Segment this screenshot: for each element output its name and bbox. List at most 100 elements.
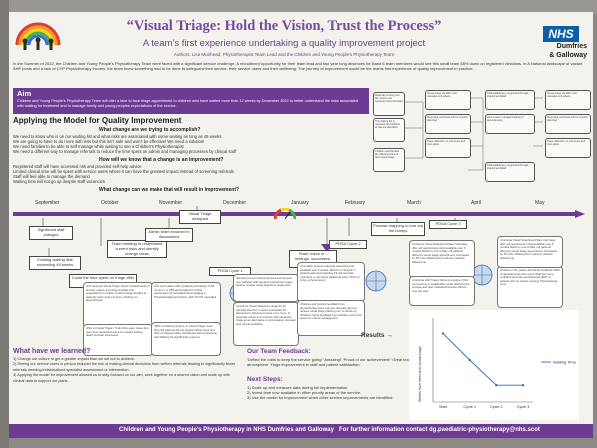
list-item: Registered staff will have accessed risk… (13, 164, 142, 169)
poster-subtitle: A team’s first experience undertaking a … (142, 38, 426, 49)
diagram-box: Staff wellbeing is supported through sha… (485, 90, 535, 110)
team-feedback-text: ‘Defied the odds to keep the service goi… (247, 357, 413, 367)
learned-heading: What have we learned? (13, 348, 91, 355)
diagram-box: Visual triage provides self management a… (545, 90, 591, 110)
footer-team-name: Children and Young People’s Physiotherap… (119, 427, 334, 433)
question-2: How will we know that a change is an imp… (99, 157, 224, 163)
month-label: October (101, 200, 119, 206)
diagram-box: Recorded outcomes inform onward planning (425, 114, 471, 134)
series-line (442, 333, 523, 386)
pdsa2-act-panel: •Continue Visual Telephone triage for al… (233, 302, 299, 346)
month-label: January (291, 200, 309, 206)
diagram-connectors (403, 97, 543, 171)
timeline-box-team-meeting: Team meeting to understand current risks… (107, 240, 167, 259)
list-item: Staff will feel able to manage the deman… (13, 174, 90, 179)
x-tick-label: Cycle 1 (463, 405, 476, 409)
intro-text: In the Summer of 2022, the Children and … (13, 61, 583, 71)
question-3: What change can we make that will result… (99, 187, 240, 193)
pdsa3-act-panel: •Continue with Triage Clinics to explore… (409, 276, 475, 306)
list-item: 2) Invest time now available in other pr… (247, 390, 362, 395)
list-item: We need to know who is on our waiting li… (13, 134, 222, 139)
poster-authors: Authors: Lisa Muirhead, Physiotherapist … (173, 52, 395, 57)
pdsa-cycle-2-label: PDSA Cycle 2 (329, 240, 367, 249)
pdsa1-study-panel: •Pilot of Visual Triage • Took other tea… (83, 324, 153, 356)
list-item: We need a different way to manage referr… (13, 149, 237, 154)
question-2-list: Registered staff will have accessed risk… (13, 164, 234, 184)
diagram-box: The waiting list is reviewed and childre… (373, 118, 405, 142)
aim-text: Children and Young People’s Physiotherap… (17, 99, 359, 108)
next-steps-list: 1) Scale up and measure data during full… (247, 385, 417, 400)
wall-left (0, 0, 9, 448)
nhs-badge: NHS (543, 26, 579, 42)
pdsa-cycle-1-label: PDSA Cycle 1 (209, 267, 251, 276)
poster: “Visual Triage: Hold the Vision, Trust t… (9, 12, 593, 438)
nhs-logo: NHS Dumfries & Galloway (525, 26, 587, 60)
diagram-box: Visual triage provides self management a… (425, 90, 471, 110)
poster-title: “Visual Triage: Hold the Vision, Trust t… (126, 18, 442, 34)
driver-diagram: Referrals coming into the service are sc… (373, 88, 591, 192)
pdsa3-do-panel: •Continue Visual Telephone/Video Call tr… (497, 236, 563, 268)
pdsa-cycle-3-label: PDSA Cycle 3 (429, 220, 467, 229)
list-item: Waiting time will not go up despite staf… (13, 179, 105, 184)
learned-list: 1) Change our culture to get a greater i… (13, 357, 238, 384)
aim-heading: Aim (17, 89, 32, 98)
timeline-box-waiting-lists: Existing waiting lists exceeding 49 week… (29, 256, 81, 270)
timeline-box-process-mapping: Process mapping to iron out the bumps (371, 222, 425, 236)
pdsa1-act-panel: •90% of patients opted in to Visual Tria… (151, 322, 221, 356)
list-item: Limited clinical time will be spent with… (13, 169, 234, 174)
diagram-box: Team reflection on outcomes and next ste… (425, 138, 471, 158)
data-point (468, 358, 471, 362)
pdsa2-plan-panel: •Review current referral process and pro… (233, 274, 299, 302)
y-axis-label: Weeks from referral to visual triage (418, 346, 422, 402)
footer-contact: For further information contact dg.paedi… (339, 427, 540, 433)
timeline-box-visual-triage: Visual Triage designed (179, 210, 221, 224)
pdsa3-plan-panel: •Continue Visual Telephone/Video Call tr… (409, 240, 475, 278)
month-label: December (223, 200, 247, 206)
list-item: 1) Change our culture to get a greater i… (13, 357, 135, 361)
team-rainbow-logo (15, 22, 61, 50)
month-label: April (471, 200, 482, 206)
data-point (521, 384, 525, 387)
pdsa1-plan-panel: •Pre and post Visual Triage clinics 4 Da… (83, 282, 153, 328)
diagram-box: Team reflection on outcomes and next ste… (545, 138, 591, 158)
list-item: 3) Use the model for improvement when ot… (247, 395, 394, 400)
diagram-box: Recorded outcomes inform onward planning (545, 114, 591, 134)
pdsa3-study-panel: •Positive CYP, patient and family feedba… (497, 266, 563, 308)
timeline-box-staff-changes: Significant staff changes (29, 226, 73, 240)
diagram-box: Admin team manage booking of appointment… (485, 114, 535, 134)
footer-bar: Children and Young People’s Physiotherap… (9, 424, 593, 438)
question-1: What change are we trying to accomplish? (99, 127, 201, 133)
list-item: 2) Seeing our service users in person re… (13, 362, 236, 372)
month-label: February (345, 200, 366, 206)
model-heading: Applying the Model for Quality Improveme… (13, 116, 182, 125)
diagram-box: Children and families are offered a face… (373, 148, 405, 172)
month-label: May (535, 200, 545, 206)
data-point (495, 384, 498, 387)
pdsa-cycle-3-icon (471, 264, 493, 286)
diagram-box: Staff wellbeing is supported through sha… (485, 162, 535, 182)
team-feedback-heading: Our Team Feedback: (247, 348, 311, 355)
org-name-line1: Dumfries (556, 43, 587, 50)
results-label: Results → (361, 332, 393, 339)
legend-label: Waiting Time (553, 360, 577, 365)
diagram-box: Referrals coming into the service are sc… (373, 92, 405, 116)
gauge-icon (274, 208, 296, 220)
x-tick-label: Cycle 2 (490, 405, 503, 409)
timeline-box-admin: Admin team involved in discussions (145, 228, 193, 242)
month-label: September (35, 200, 60, 206)
list-item: 1) Scale up and measure data during full… (247, 385, 349, 390)
wall-top (0, 0, 597, 14)
list-item: We are going to have to do more with les… (13, 139, 205, 144)
pdsa2-do-panel: •Complete process mapping •Appointments … (297, 262, 365, 302)
x-tick-label: Cycle 3 (517, 405, 530, 409)
question-1-list: We need to know who is on our waiting li… (13, 134, 236, 154)
month-label: November (159, 200, 183, 206)
next-steps-heading: Next Steps: (247, 376, 283, 383)
month-label: March (407, 200, 421, 206)
x-tick-label: Start (439, 405, 448, 409)
pdsa1-do-panel: •Pre spots taken with 2 patients schedul… (151, 282, 221, 326)
list-item: We need families to be able to self mana… (13, 144, 184, 149)
aim-section: Aim Children and Young People’s Physioth… (13, 88, 369, 114)
org-name-line2: & Galloway (549, 52, 587, 59)
pdsa2-study-panel: •Positive and positive feedback from phy… (297, 300, 365, 336)
